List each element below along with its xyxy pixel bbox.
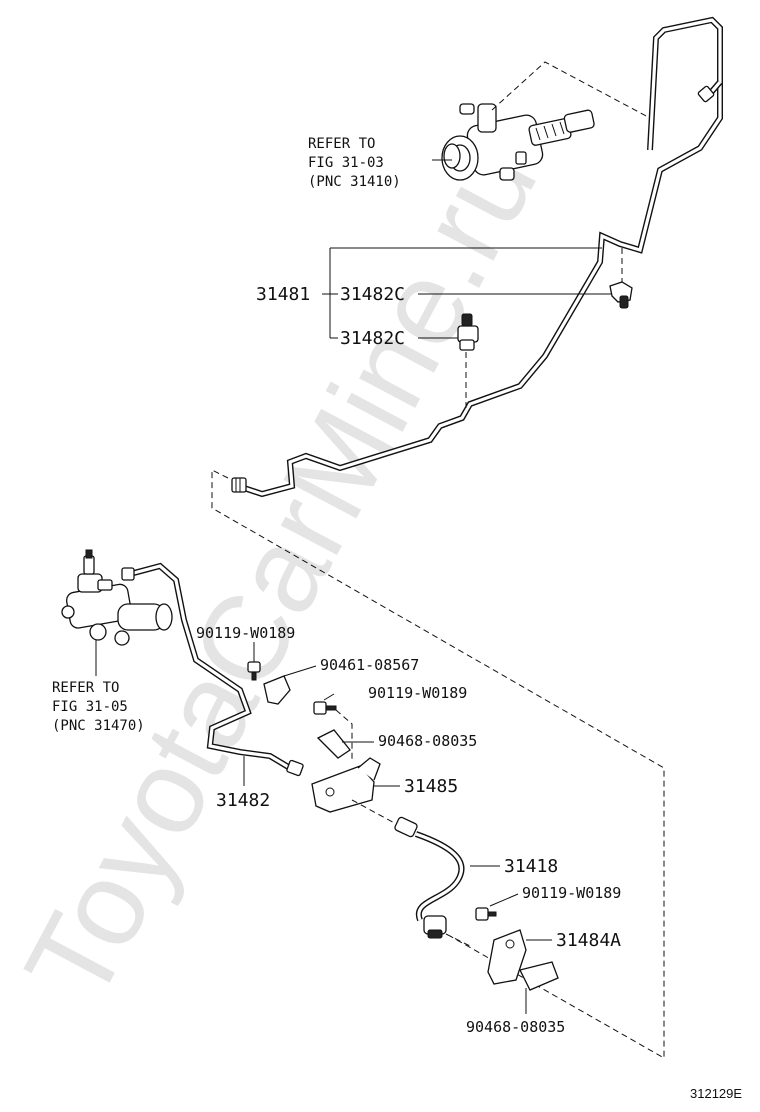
label-90461-08567: 90461-08567 xyxy=(320,656,419,674)
clutch-master-cylinder xyxy=(441,103,595,181)
tube-end-fitting-lower xyxy=(231,477,247,493)
label-90468-08035-b: 90468-08035 xyxy=(466,1018,565,1036)
clutch-line-tube-31481 xyxy=(237,16,723,498)
label-31482c-left: 31482C xyxy=(340,328,405,349)
bolt-90119-b xyxy=(313,693,337,715)
dashed-boundary-lower xyxy=(211,469,665,1059)
bracket-31484a xyxy=(487,929,552,985)
dashed-guide-hose-end xyxy=(445,933,471,947)
label-90119-w0189-c: 90119-W0189 xyxy=(522,884,621,902)
ref-bottom-line-3: (PNC 31470) xyxy=(52,718,145,734)
ref-bottom-line-1: REFER TO xyxy=(52,680,119,696)
callout-bracket-31481 xyxy=(322,247,612,339)
label-31481: 31481 xyxy=(256,284,310,305)
clamp-31482c-right xyxy=(609,281,633,309)
clamp-31482c-left xyxy=(457,313,479,351)
label-31482: 31482 xyxy=(216,790,270,811)
ref-bottom-line-2: FIG 31-05 xyxy=(52,699,128,715)
label-90468-08035-a: 90468-08035 xyxy=(378,732,477,750)
clip-90461 xyxy=(263,665,317,705)
ref-top-line-1: REFER TO xyxy=(308,136,375,152)
bolt-90119-c xyxy=(475,893,519,921)
clip-90468-b xyxy=(519,961,559,1014)
diagram-code: 312129E xyxy=(690,1086,742,1101)
clutch-release-cylinder xyxy=(61,549,173,646)
label-31485: 31485 xyxy=(404,776,458,797)
ref-top-line-2: FIG 31-03 xyxy=(308,155,384,171)
dashed-guide-bolt-b xyxy=(335,709,353,760)
label-90119-w0189-a: 90119-W0189 xyxy=(196,624,295,642)
flexible-hose-31418 xyxy=(394,816,500,939)
label-31484a: 31484A xyxy=(556,930,621,951)
bracket-31485 xyxy=(311,757,400,813)
label-31482c-right: 31482C xyxy=(340,284,405,305)
tube-end-fitting-upper xyxy=(697,85,715,103)
dashed-guide-top xyxy=(491,61,651,119)
clip-90468-a xyxy=(316,729,374,759)
ref-top-line-3: (PNC 31410) xyxy=(308,174,401,190)
label-90119-w0189-b: 90119-W0189 xyxy=(368,684,467,702)
clutch-release-tube-31482 xyxy=(121,562,304,777)
dashed-guide-hose xyxy=(351,799,401,827)
label-31418: 31418 xyxy=(504,856,558,877)
bolt-90119-a xyxy=(247,642,261,681)
